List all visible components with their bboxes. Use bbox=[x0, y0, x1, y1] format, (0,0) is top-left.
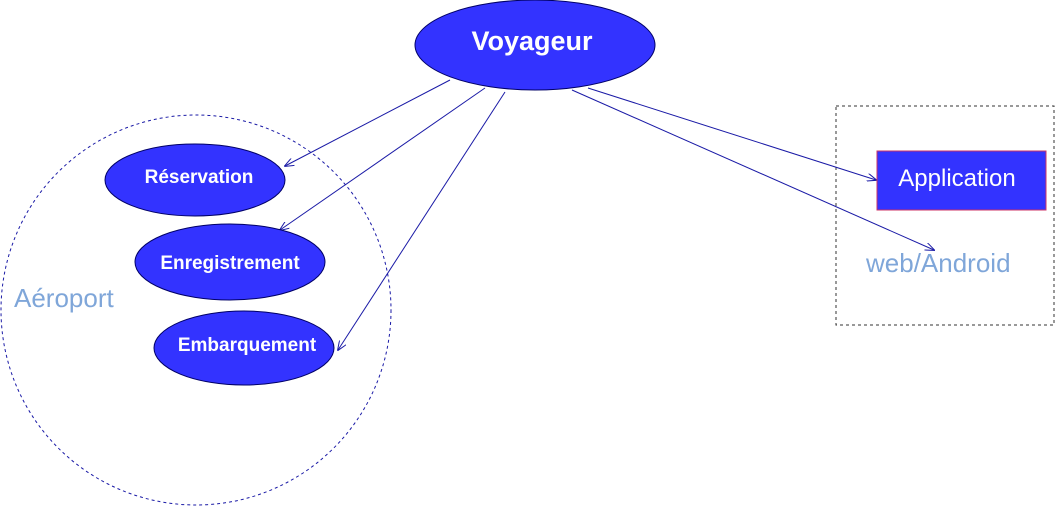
application-label: Application bbox=[898, 165, 1015, 192]
application-node[interactable]: Application bbox=[876, 150, 1047, 211]
voyageur-shape bbox=[414, 0, 656, 91]
aeroport-boundary bbox=[0, 114, 392, 506]
aeroport-label: Aéroport bbox=[14, 283, 114, 313]
reservation-shape bbox=[104, 143, 286, 217]
edge-voyageur-web-android bbox=[571, 89, 934, 250]
edge-voyageur-embarquement bbox=[338, 91, 506, 350]
enregistrement-label: Enregistrement bbox=[160, 253, 300, 274]
embarquement-label: Embarquement bbox=[178, 335, 317, 356]
voyageur-label: Voyageur bbox=[471, 26, 593, 56]
edge-voyageur-reservation bbox=[285, 79, 451, 166]
enregistrement-shape bbox=[134, 223, 326, 301]
enregistrement-node[interactable]: Enregistrement bbox=[134, 223, 326, 301]
edge-voyageur-application bbox=[587, 87, 876, 180]
embarquement-node[interactable]: Embarquement bbox=[153, 310, 335, 386]
edge-voyageur-enregistrement bbox=[280, 87, 486, 230]
reservation-label: Réservation bbox=[145, 167, 254, 188]
application-shape bbox=[876, 150, 1047, 211]
platform-boundary bbox=[835, 105, 1055, 326]
voyageur-node[interactable]: Voyageur bbox=[414, 0, 656, 91]
platform-label: web/Android bbox=[865, 248, 1011, 278]
reservation-node[interactable]: Réservation bbox=[104, 143, 286, 217]
embarquement-shape bbox=[153, 310, 335, 386]
